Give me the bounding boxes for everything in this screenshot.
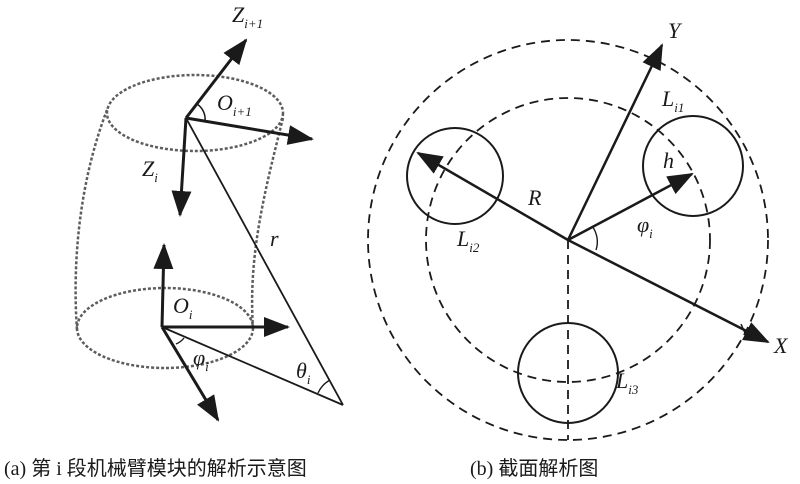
l3-label: Li3 [615, 368, 639, 397]
bottom-radius-line [161, 326, 344, 406]
o-top-label: Oi+1 [217, 90, 252, 119]
inner-dashed-circle [425, 97, 711, 383]
cylinder-right-edge [250, 117, 285, 329]
x-top-axis [185, 116, 314, 145]
phi-label-a: φi [193, 345, 209, 374]
radius-line [185, 117, 344, 406]
l2-label: Li2 [456, 226, 480, 255]
theta-arc [317, 379, 331, 394]
bent-cylinder [74, 73, 285, 370]
z-top-axis [184, 38, 248, 119]
x-axis-tick [740, 323, 749, 341]
panel-a-diagram: Zi+1 Oi+1 Zi r Oi φi θi [74, 2, 344, 422]
o-bottom-label: Oi [173, 293, 193, 322]
r-axis [416, 151, 569, 242]
bottom-frame [153, 243, 290, 422]
y-label: Y [668, 18, 683, 43]
r-label: r [270, 226, 279, 251]
x-label: X [773, 333, 789, 358]
theta-label: θi [296, 358, 311, 387]
phi-label-b: φi [637, 212, 653, 241]
l1-label: Li1 [661, 86, 684, 115]
x-axis [567, 238, 770, 344]
y-bottom-axis [160, 326, 220, 422]
bending-construction [161, 117, 344, 406]
tendon-hole-1 [642, 115, 744, 217]
cylinder-left-edge [74, 109, 109, 331]
tendon-hole-2 [406, 127, 504, 225]
phi-arc-b [591, 225, 599, 251]
y-axis [566, 43, 664, 241]
h-vector [567, 172, 694, 242]
z-bottom-axis [153, 243, 174, 328]
z-mid-axis [171, 117, 192, 217]
z-mid-label: Zi [142, 156, 158, 185]
phi-arc [175, 337, 185, 345]
top-frame [171, 38, 314, 217]
top-angle-arc [196, 103, 206, 122]
section-axes [416, 43, 770, 344]
section-circles [367, 39, 769, 441]
top-ellipse [105, 73, 285, 153]
caption-a: (a) 第 i 段机械臂模块的解析示意图 [4, 457, 307, 480]
z-top-label: Zi+1 [232, 2, 263, 31]
panel-b-diagram: Y X R Li1 Li2 Li3 h φi [367, 18, 789, 441]
outer-dashed-circle [367, 39, 769, 441]
h-label: h [663, 148, 674, 173]
caption-b: (b) 截面解析图 [470, 457, 598, 480]
r-label-b: R [527, 185, 542, 210]
